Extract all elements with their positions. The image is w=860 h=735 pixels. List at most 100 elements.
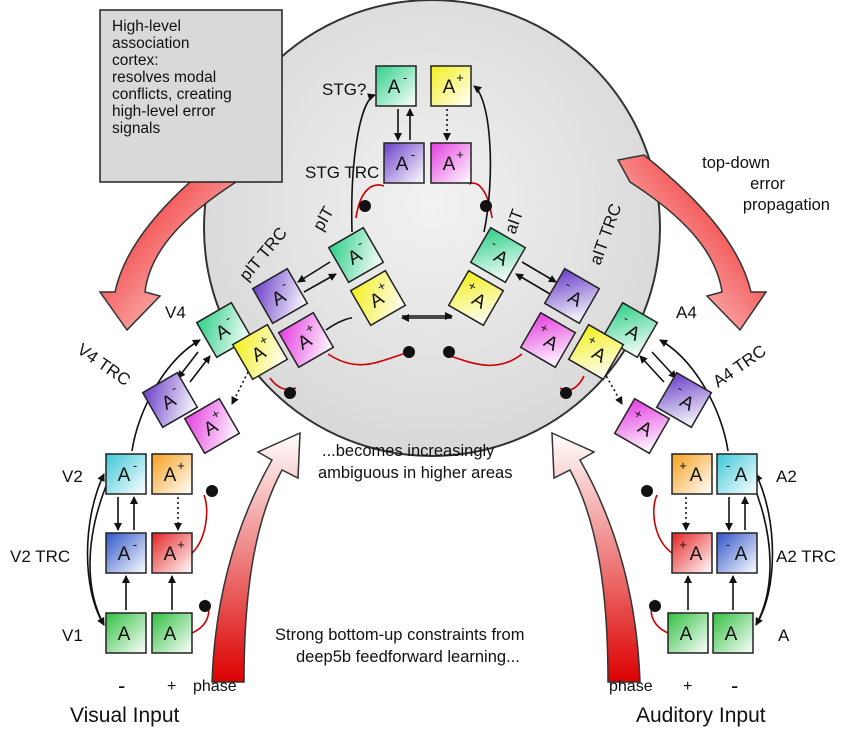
unit-box-sign: - xyxy=(133,537,137,552)
connection-arrow xyxy=(177,351,199,379)
label-a4-trc: A4 TRC xyxy=(709,341,769,391)
unit-box-rect xyxy=(430,65,472,107)
ait-minus-box: A- xyxy=(469,226,527,284)
connection-arrow xyxy=(189,355,211,383)
unit-box-rect xyxy=(712,612,754,654)
connection-arrow xyxy=(651,351,677,379)
unit-box-letter: A xyxy=(443,77,456,98)
unit-box-sign: - xyxy=(726,458,730,473)
unit-box-sign: - xyxy=(168,381,179,396)
unit-box-rect xyxy=(349,269,407,327)
unit-box-sign: - xyxy=(675,381,686,396)
unit-box-rect xyxy=(383,142,425,184)
stg-plus-box: A+ xyxy=(430,65,472,107)
unit-box-sign: - xyxy=(621,311,632,326)
phase-dot xyxy=(649,600,661,612)
topdown-arrow-left xyxy=(98,154,250,332)
ait-plus-box: A+ xyxy=(447,269,505,327)
connection-arrow xyxy=(303,273,337,293)
stg-trc-plus-box: A+ xyxy=(430,142,472,184)
unit-box-sign: + xyxy=(679,458,687,473)
bottomup-arrow-left xyxy=(211,431,301,683)
label-v4-trc: V4 TRC xyxy=(74,340,134,390)
phase-dot xyxy=(359,200,371,212)
phase-dot xyxy=(206,485,218,497)
label-plus-left: + xyxy=(167,678,176,695)
unit-box-letter: A xyxy=(388,77,401,98)
connection-arrow xyxy=(603,371,623,405)
unit-box-sign: + xyxy=(177,537,185,552)
label-a2-trc: A2 TRC xyxy=(776,547,836,566)
label-minus-right: - xyxy=(731,673,738,698)
unit-box-rect xyxy=(151,532,193,574)
unit-box-rect xyxy=(655,371,713,429)
association-note-text: High-level association cortex: resolves … xyxy=(112,18,272,137)
label-stg-trc: STG TRC xyxy=(305,163,379,182)
a-minus-box: A xyxy=(712,612,754,654)
label-phase-left: phase xyxy=(193,678,237,695)
unit-box-rect xyxy=(151,612,193,654)
pit-trc-minus-box: A- xyxy=(251,267,309,325)
unit-box-sign: + xyxy=(456,70,464,85)
topdown-text: top-down error propagation xyxy=(655,153,830,216)
phase-dot xyxy=(199,600,211,612)
unit-box-sign: - xyxy=(489,236,500,251)
unit-box-letter: A xyxy=(680,624,693,645)
unit-box-rect xyxy=(613,397,671,455)
unit-box-sign: - xyxy=(403,70,407,85)
label-v1: V1 xyxy=(62,626,83,645)
note-line: association xyxy=(112,35,190,52)
note-line: High-level xyxy=(112,18,181,35)
unit-box-rect xyxy=(447,269,505,327)
topdown-arrow-right xyxy=(616,154,768,332)
unit-box-rect xyxy=(277,311,335,369)
phase-dot xyxy=(403,346,415,358)
a2-trc-plus-box: A+ xyxy=(671,532,713,574)
unit-box-rect xyxy=(105,612,147,654)
connection-arrow xyxy=(521,261,557,283)
unit-boxes: A-A+A-A+A-A-A+A+A-A-A+A+A-A+A-A+A-A+A-A+… xyxy=(105,65,758,654)
connection-curve xyxy=(89,485,107,626)
connection-curve xyxy=(327,351,411,366)
unit-box-letter: A xyxy=(735,465,748,486)
unit-box-letter: A xyxy=(164,624,177,645)
a4-trc-plus-box: A+ xyxy=(613,397,671,455)
a2-minus-box: A- xyxy=(716,453,758,495)
label-v2: V2 xyxy=(62,467,83,486)
unit-box-rect xyxy=(543,267,601,325)
unit-box-rect xyxy=(231,323,289,381)
topdown-line: error xyxy=(750,175,785,193)
unit-box-letter: A xyxy=(396,154,409,175)
connection-arrow xyxy=(297,261,331,283)
a4-trc-minus-box: A- xyxy=(655,371,713,429)
v1-plus-box: A xyxy=(151,612,193,654)
note-line: conflicts, creating xyxy=(112,86,232,103)
unit-box-letter: A xyxy=(725,624,738,645)
phase-dot xyxy=(560,387,572,399)
stg-trc-minus-box: A- xyxy=(383,142,425,184)
connection-arrow xyxy=(515,273,551,295)
connection-lines xyxy=(86,85,774,634)
unit-box-letter: A xyxy=(690,544,703,565)
label-v4: V4 xyxy=(165,303,186,322)
label-minus-left: - xyxy=(118,673,125,698)
connection-arrow xyxy=(231,371,249,405)
unit-box-rect xyxy=(519,311,577,369)
unit-box-sign: - xyxy=(222,311,233,326)
unit-box-sign: - xyxy=(563,277,574,292)
v1-minus-box: A xyxy=(105,612,147,654)
unit-box-rect xyxy=(716,453,758,495)
unit-box-letter: A xyxy=(690,465,703,486)
unit-box-letter: A xyxy=(164,544,177,565)
connection-arrow xyxy=(639,355,665,383)
visual-input-label: Visual Input xyxy=(70,704,180,727)
unit-box-rect xyxy=(141,371,199,429)
ait-trc-minus-box: A- xyxy=(543,267,601,325)
label-v2-trc: V2 TRC xyxy=(10,547,70,566)
unit-box-rect xyxy=(671,453,713,495)
v2-trc-minus-box: A- xyxy=(105,532,147,574)
label-phase-right: phase xyxy=(609,678,653,695)
unit-box-rect xyxy=(430,142,472,184)
label-a: A xyxy=(778,626,790,645)
connection-curve xyxy=(325,317,353,331)
